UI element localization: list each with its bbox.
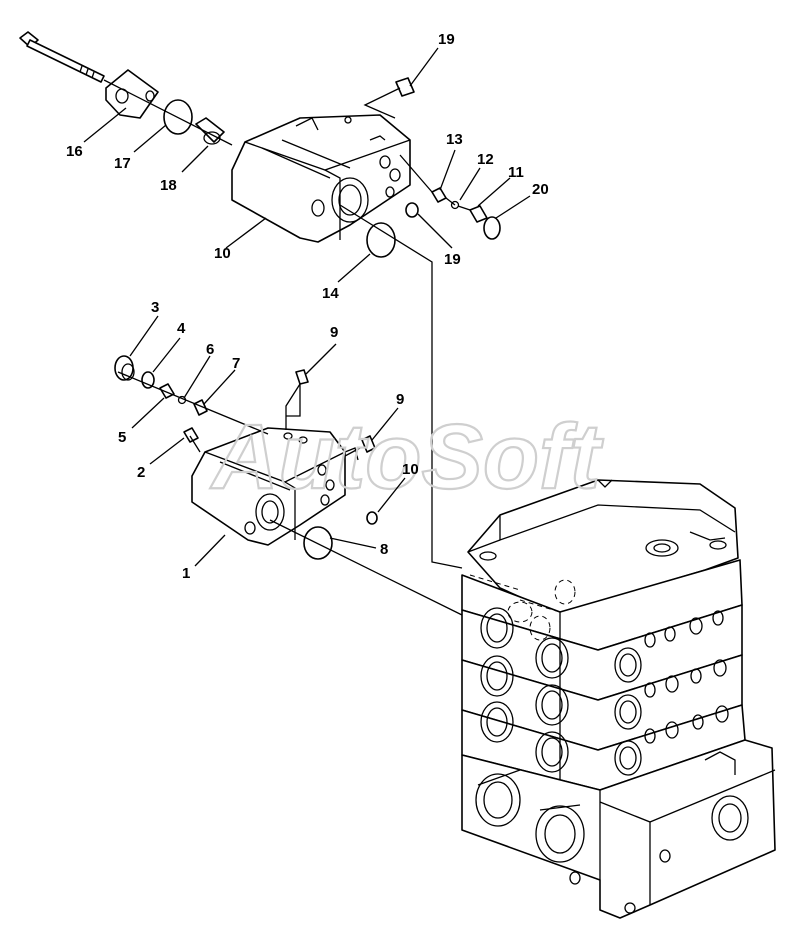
callout-13: 12: [477, 151, 494, 168]
callout-9-top: 9: [330, 324, 338, 341]
callout-7: 7: [232, 355, 240, 372]
plug-19: [395, 77, 415, 97]
upper-valve-housing: [231, 114, 411, 243]
callout-6: 6: [206, 341, 214, 358]
o-ring-8: [303, 526, 333, 560]
o-ring-10: [366, 511, 378, 525]
long-bolt: [19, 31, 105, 83]
o-ring-20: [405, 202, 419, 218]
callout-11: 10: [214, 245, 231, 262]
parts-5-7: [159, 383, 208, 416]
callout-9-side: 9: [396, 391, 404, 408]
plug-9-side: [361, 435, 376, 453]
callout-10: 10: [402, 461, 419, 478]
callout-1: 1: [182, 565, 190, 582]
plug-3: [114, 355, 135, 381]
control-valve-block: [461, 479, 776, 919]
leader-lines: [83, 47, 531, 567]
plug-2: [183, 427, 199, 443]
callout-5: 5: [118, 429, 126, 446]
callout-12: 11: [508, 164, 524, 181]
plug-18: [195, 117, 225, 145]
o-ring-4: [141, 371, 155, 389]
callout-15: 14: [322, 285, 339, 302]
callout-4: 4: [177, 320, 186, 337]
callout-14: 13: [446, 131, 463, 148]
callout-21: 20: [532, 181, 549, 198]
o-ring-21: [483, 216, 501, 240]
callout-3: 3: [151, 299, 159, 316]
callout-16: 16: [66, 143, 83, 160]
callout-17: 17: [114, 155, 131, 172]
callout-2: 2: [137, 464, 145, 481]
callout-labels: 16 17 18 19 10 14 19 13 12 11 20 3 4 6 7…: [66, 31, 549, 582]
o-ring-15: [366, 222, 396, 258]
watermark: AutoSoft: [210, 406, 604, 508]
callout-8: 8: [380, 541, 388, 558]
o-ring-17: [163, 99, 193, 135]
callout-20: 19: [444, 251, 461, 268]
callout-19: 19: [438, 31, 455, 48]
plug-9-top: [295, 369, 309, 385]
lower-valve-housing: [191, 427, 359, 546]
assembly-lines: [103, 79, 471, 616]
callout-18: 18: [160, 177, 177, 194]
